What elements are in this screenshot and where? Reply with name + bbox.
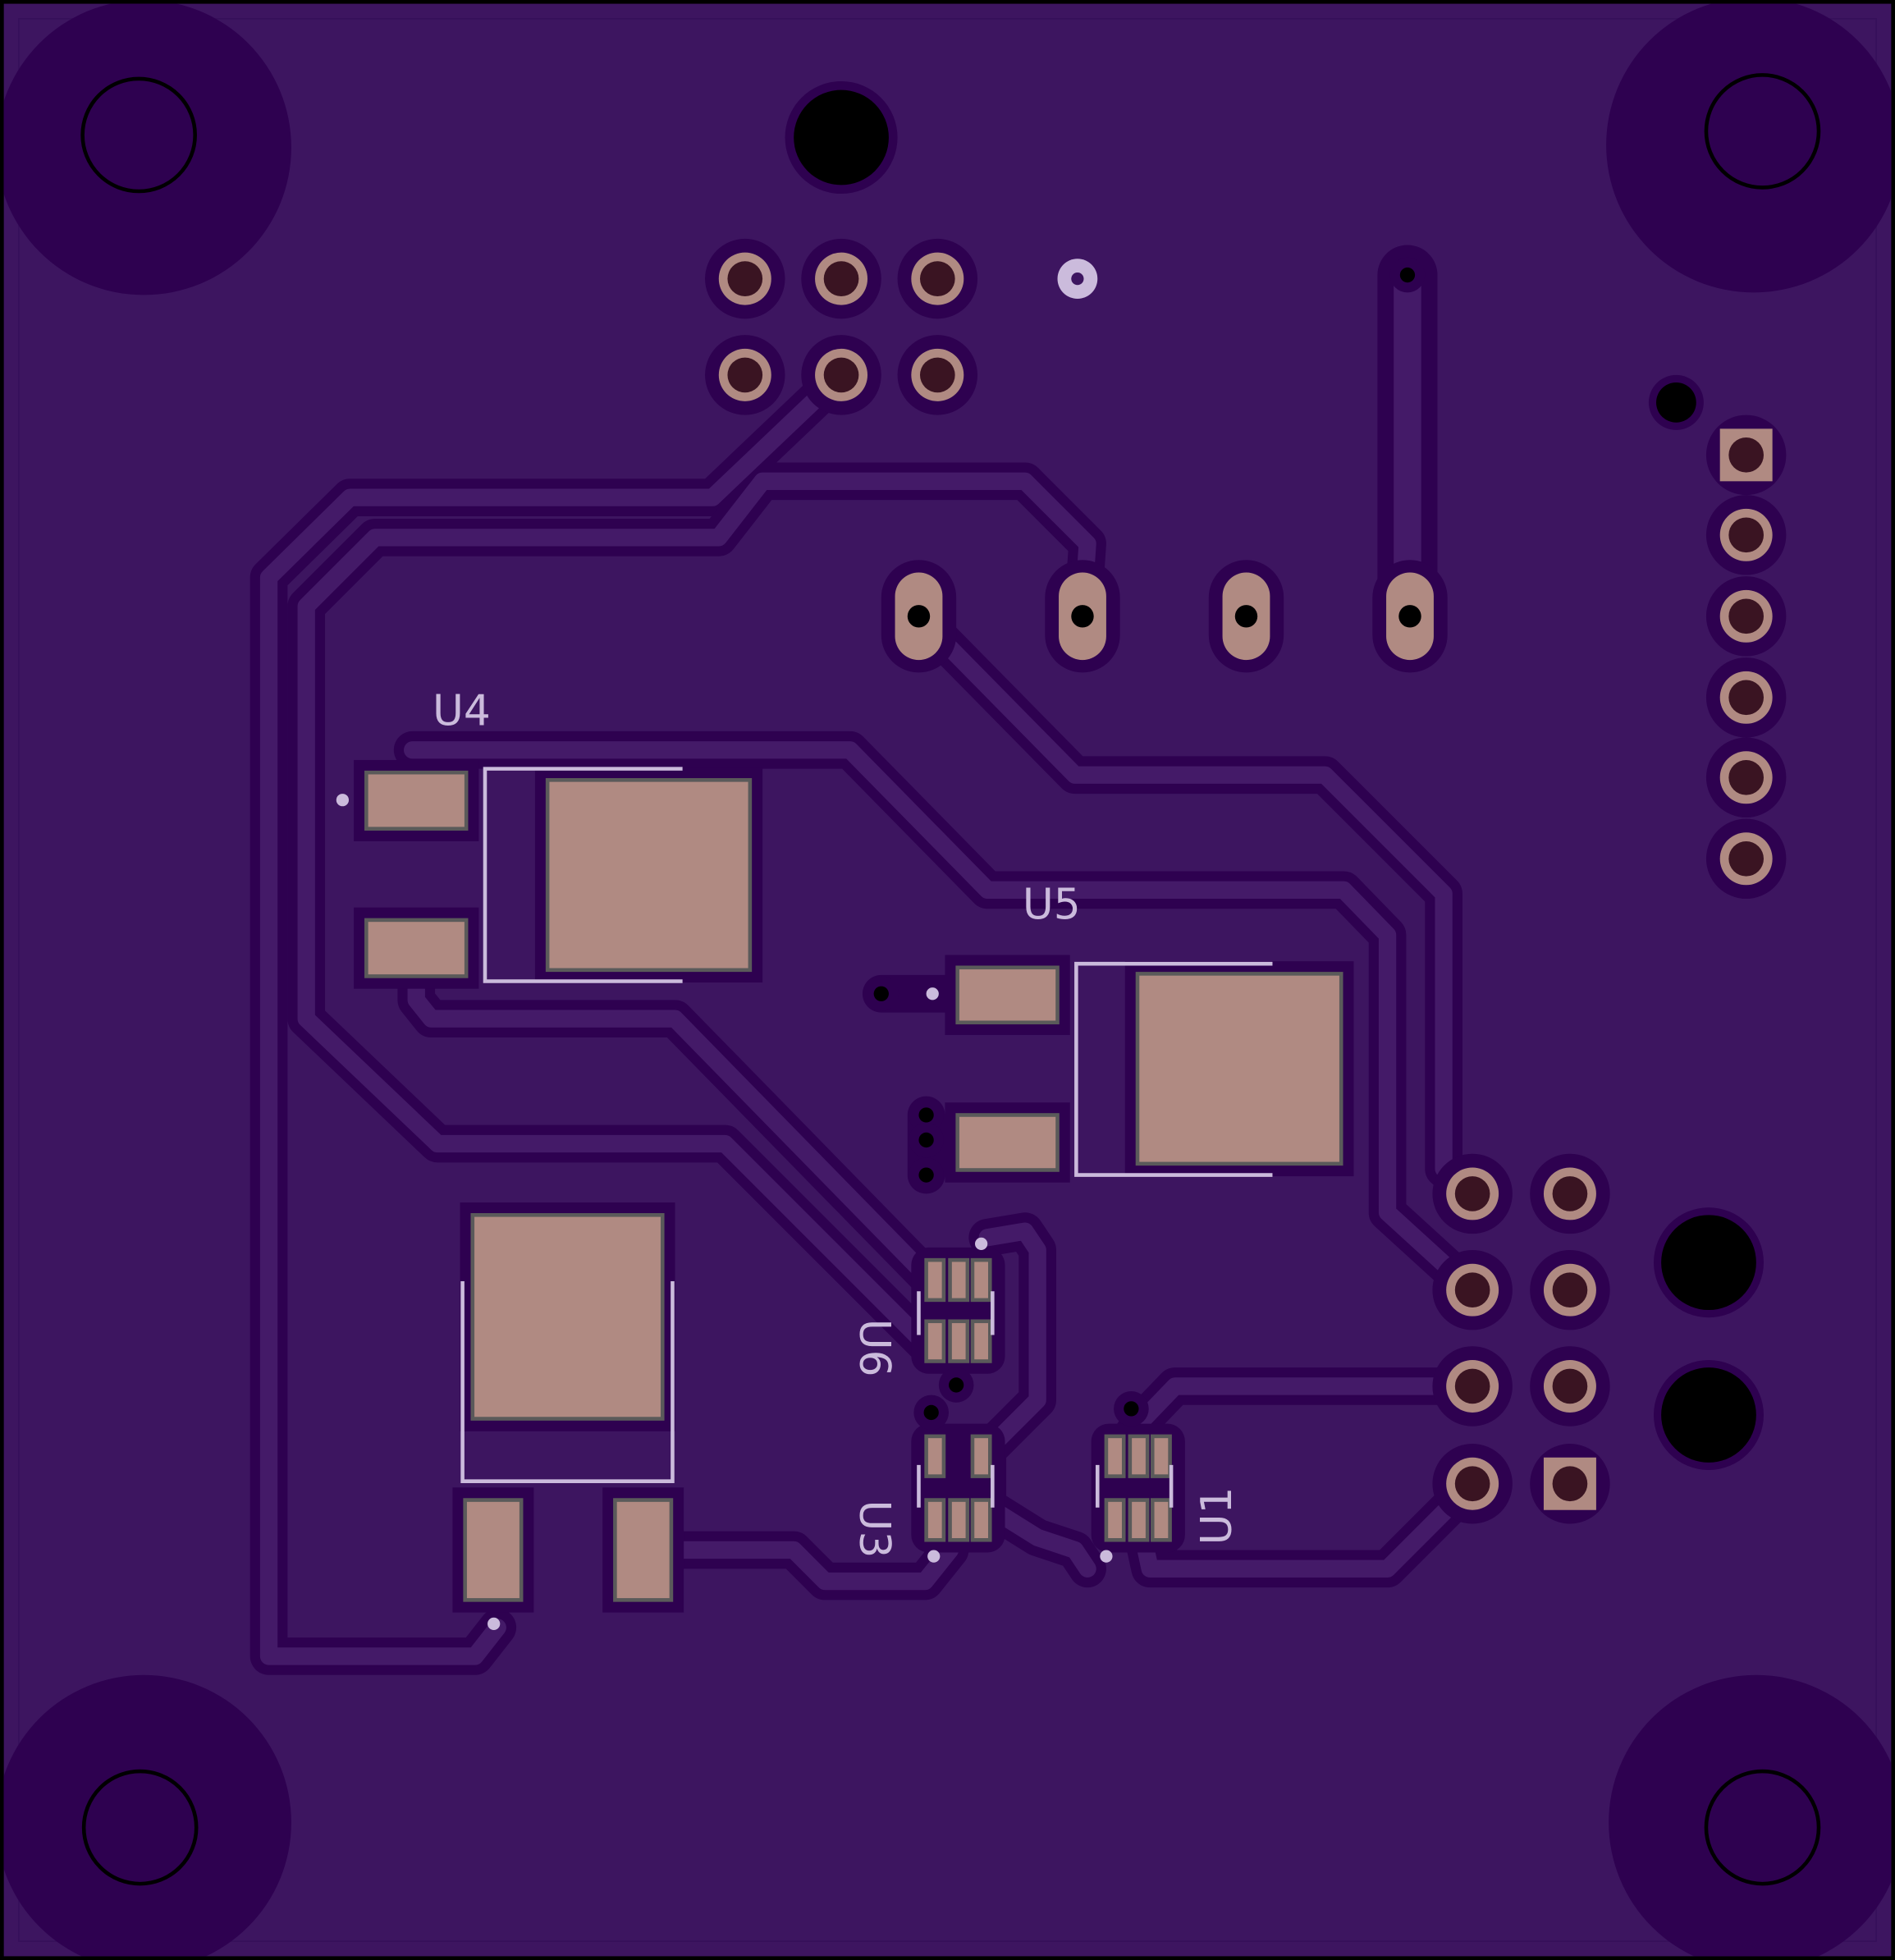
pin1-marker <box>927 1550 941 1563</box>
component-regulator <box>452 1202 684 1613</box>
component-u3 <box>911 1423 1005 1553</box>
pad <box>970 1319 992 1363</box>
drill-hole <box>1661 1367 1756 1463</box>
pin-hole <box>1552 1272 1588 1308</box>
pad <box>924 1319 946 1363</box>
label-u4: U4 <box>433 686 491 735</box>
pad <box>1128 1498 1150 1542</box>
component-u4: U4 <box>354 686 763 989</box>
pad <box>1150 1498 1172 1542</box>
pad <box>924 1257 946 1303</box>
pad <box>1104 1498 1126 1542</box>
pad <box>970 1257 992 1303</box>
component-u6 <box>911 1247 1005 1374</box>
pad <box>970 1434 992 1478</box>
drill-hole <box>794 89 889 185</box>
via <box>949 1377 964 1393</box>
pin-hole <box>907 605 931 628</box>
via <box>1399 267 1416 283</box>
pad <box>364 770 469 831</box>
via <box>918 1107 934 1123</box>
pin-hole <box>1728 680 1764 716</box>
pad <box>948 1257 970 1303</box>
pin-hole <box>823 357 859 393</box>
pin-hole <box>919 357 955 393</box>
thermal-pad <box>470 1213 665 1421</box>
mounting-pad-top-right <box>1606 3 1892 293</box>
pin-hole <box>727 261 763 296</box>
component-u1 <box>1091 1423 1185 1553</box>
mounting-pad-bottom-left <box>3 1674 291 1957</box>
drill-hole <box>1661 1215 1756 1311</box>
label-u6: U6 <box>849 1319 899 1377</box>
pad <box>924 1498 946 1542</box>
mounting-pad-top-left <box>3 3 291 295</box>
pin1-marker <box>336 794 350 807</box>
pin1-marker <box>926 987 939 1001</box>
pin1-marker <box>975 1237 988 1250</box>
pad <box>364 918 469 978</box>
pin-hole <box>1728 437 1764 473</box>
mounting-hole-top-left <box>80 76 197 194</box>
pin-hole <box>1728 840 1764 877</box>
pin-hole <box>727 357 763 393</box>
slotted-pads <box>881 560 1448 673</box>
mounting-hole-top-right <box>1704 73 1821 190</box>
via <box>918 1132 934 1148</box>
pin-hole <box>1552 1368 1588 1404</box>
via <box>1124 1401 1139 1417</box>
label-u5: U5 <box>1023 880 1081 929</box>
pad <box>1104 1434 1126 1478</box>
thermal-pad <box>1135 972 1343 1166</box>
mounting-hole-bottom-right <box>1704 1769 1821 1886</box>
label-u1: U1 <box>1192 1487 1242 1546</box>
mounting-hole-bottom-left <box>81 1769 199 1886</box>
pin-hole <box>1234 605 1258 628</box>
pin-hole <box>1071 605 1094 628</box>
header-2x4 <box>1432 1153 1610 1524</box>
pin1-marker <box>487 1617 501 1630</box>
pad <box>1128 1434 1150 1478</box>
component-u5: U5 <box>945 880 1354 1183</box>
vias <box>336 257 1426 1630</box>
pin-hole <box>919 261 955 296</box>
mounting-pad-bottom-right <box>1609 1674 1892 1957</box>
pin-hole <box>1454 1368 1490 1404</box>
header-1x6 <box>1705 414 1787 900</box>
pin-hole <box>1728 759 1764 795</box>
pin-hole <box>1728 517 1764 553</box>
drill-hole <box>1656 382 1696 423</box>
pad <box>970 1498 992 1542</box>
pin-hole <box>1728 598 1764 634</box>
board-edge-strip <box>18 18 1877 1942</box>
via <box>918 1167 934 1183</box>
pin-hole <box>1454 1176 1490 1211</box>
pad <box>924 1434 946 1478</box>
thermal-pad <box>545 778 753 973</box>
pad <box>1150 1434 1172 1478</box>
drill-holes <box>785 80 1764 1470</box>
pad <box>463 1498 524 1602</box>
pin-hole <box>1454 1272 1490 1308</box>
pin1-marker <box>1100 1550 1113 1563</box>
pad <box>955 965 1060 1025</box>
pad <box>613 1498 674 1602</box>
pad <box>948 1319 970 1363</box>
label-u3: U3 <box>849 1500 899 1559</box>
pin-hole <box>823 261 859 296</box>
header-2x3 <box>705 238 978 415</box>
pad <box>948 1498 970 1542</box>
pin-hole <box>1398 605 1421 628</box>
pad <box>955 1113 1060 1172</box>
pin-hole <box>1454 1466 1490 1502</box>
pin-hole <box>1552 1466 1588 1502</box>
pin-hole <box>1552 1176 1588 1211</box>
via <box>873 986 889 1001</box>
via <box>923 1404 939 1421</box>
